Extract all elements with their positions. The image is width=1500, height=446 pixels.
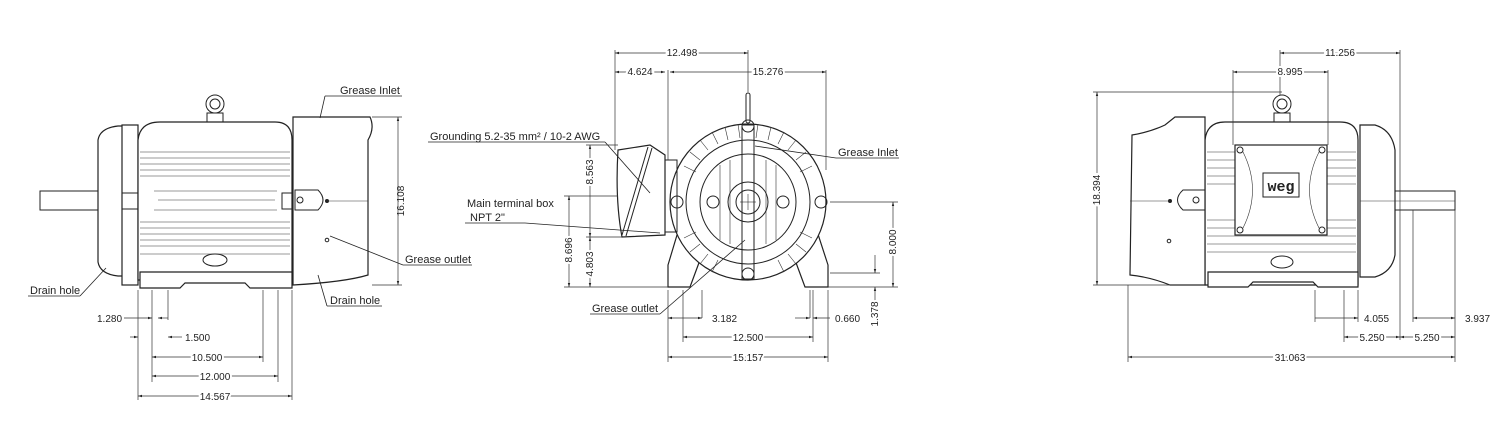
cooling-fins: [683, 123, 813, 273]
dim-front-v2: 8.696: [564, 237, 575, 262]
motor-rear-body: weg: [1129, 94, 1456, 288]
dim-front-top-1: 12.498: [667, 48, 698, 59]
dim-shaft-height: 8.000: [888, 229, 899, 254]
dim-side-4: 12.000: [200, 372, 231, 383]
dim-rear-b4: 3.937: [1465, 314, 1490, 325]
front-view: Grounding 5.2-35 mm² / 10-2 AWG Main ter…: [428, 46, 901, 366]
label-drain-hole-right: Drain hole: [330, 295, 380, 307]
dim-rear-overall: 31.063: [1275, 353, 1306, 364]
dim-rear-height: 18.394: [1092, 174, 1103, 205]
dim-rear-b3: 4.055: [1364, 314, 1389, 325]
weg-logo-text: weg: [1267, 179, 1294, 196]
shaft: [39, 190, 99, 211]
dim-side-height: 16.108: [396, 185, 407, 216]
dim-rear-top-2: 8.995: [1277, 67, 1302, 78]
rear-view: weg 11.2: [1090, 46, 1492, 366]
dim-front-top-3: 15.276: [753, 67, 784, 78]
side-view: Grease Inlet Grease outlet Drain hole Dr…: [28, 85, 472, 405]
dim-front-b4: 15.157: [733, 353, 764, 364]
label-grease-outlet: Grease outlet: [405, 254, 471, 266]
weg-logo: weg: [1262, 172, 1300, 198]
label-main-terminal-box: Main terminal box: [467, 198, 554, 210]
label-npt: NPT 2": [470, 212, 505, 224]
dim-front-b2: 0.660: [835, 314, 860, 325]
dim-front-top-2: 4.624: [627, 67, 652, 78]
label-drain-hole-left: Drain hole: [30, 285, 80, 297]
shaft: [1394, 190, 1456, 211]
frame: [137, 121, 293, 281]
dim-front-v1: 8.563: [585, 159, 596, 184]
label-grease-inlet: Grease Inlet: [340, 85, 400, 97]
dim-side-3: 10.500: [192, 353, 223, 364]
terminal-box: [1234, 144, 1328, 236]
dim-rear-b2: 5.250: [1414, 333, 1439, 344]
motor-side-body: [39, 94, 373, 289]
terminal-box: [616, 144, 666, 238]
dim-side-2: 1.500: [185, 333, 210, 344]
dim-front-b3: 12.500: [733, 333, 764, 344]
dim-front-b1: 3.182: [712, 314, 737, 325]
dim-side-5: 14.567: [200, 392, 231, 403]
feet: [139, 271, 293, 289]
dim-rear-b1: 5.250: [1359, 333, 1384, 344]
label-grease-outlet-front: Grease outlet: [592, 303, 658, 315]
dim-foot-height: 1.378: [870, 301, 881, 326]
label-grease-inlet-front: Grease Inlet: [838, 147, 898, 159]
dim-rear-top-1: 11.256: [1325, 48, 1355, 59]
motor-front-body: [616, 92, 829, 288]
dim-front-v3: 4.803: [585, 251, 596, 276]
dim-side-1: 1.280: [97, 314, 122, 325]
label-grounding: Grounding 5.2-35 mm² / 10-2 AWG: [430, 131, 600, 143]
